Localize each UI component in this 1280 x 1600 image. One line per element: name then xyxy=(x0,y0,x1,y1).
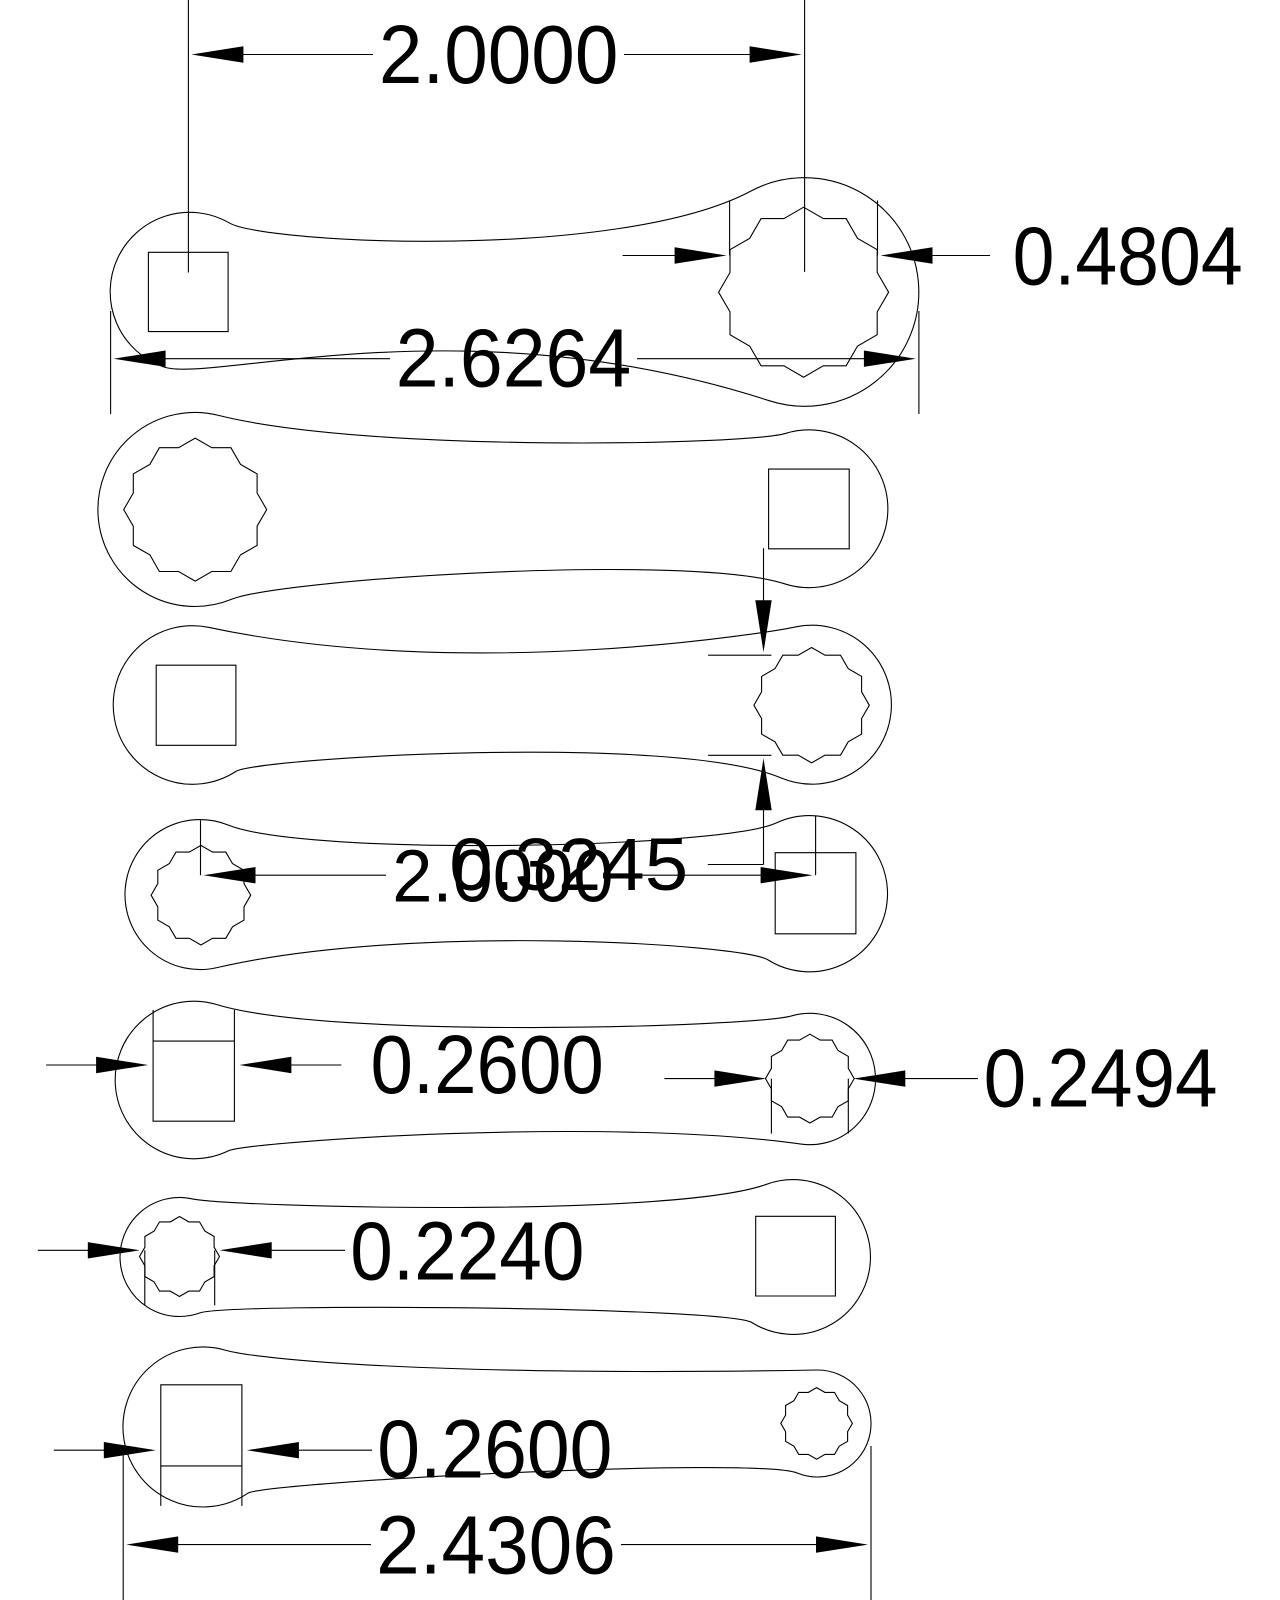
svg-text:0.3245: 0.3245 xyxy=(449,823,688,906)
svg-text:2.4306: 2.4306 xyxy=(376,1498,616,1591)
svg-text:0.2240: 0.2240 xyxy=(350,1204,584,1297)
svg-text:0.2600: 0.2600 xyxy=(377,1402,612,1495)
svg-text:2.6264: 2.6264 xyxy=(396,311,632,404)
svg-text:0.2494: 0.2494 xyxy=(984,1032,1218,1125)
svg-text:2.0000: 2.0000 xyxy=(392,835,613,918)
svg-text:2.0000: 2.0000 xyxy=(379,8,619,101)
svg-text:0.4804: 0.4804 xyxy=(1013,210,1243,303)
svg-text:0.2600: 0.2600 xyxy=(371,1018,604,1111)
